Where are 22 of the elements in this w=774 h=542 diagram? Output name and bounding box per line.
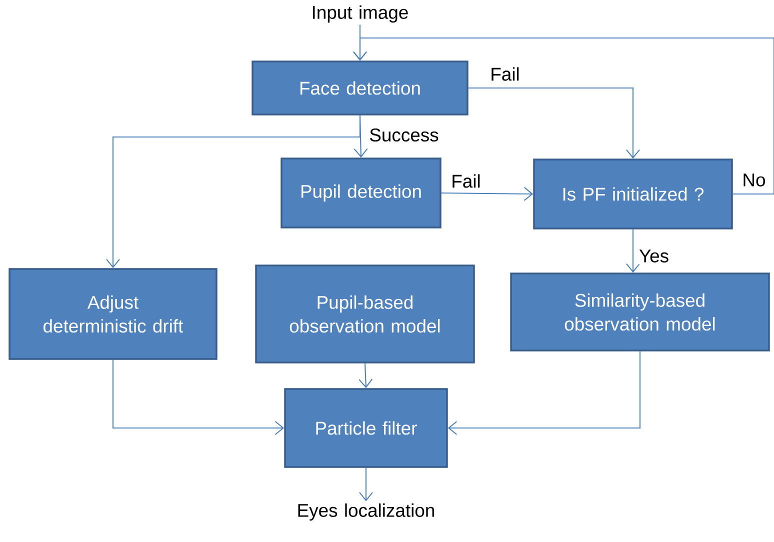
process-box: Adjust deterministic drift xyxy=(8,268,218,360)
edge-label: Success xyxy=(367,126,441,144)
edge-label: No xyxy=(740,172,768,188)
arrow xyxy=(358,363,373,388)
arrow xyxy=(359,468,373,502)
process-box: Pupil-based observation model xyxy=(255,264,475,364)
text-label: Eyes localization xyxy=(298,503,434,521)
arrow xyxy=(448,351,641,435)
arrow xyxy=(112,360,284,435)
process-box: Particle filter xyxy=(284,388,448,468)
process-box: Pupil detection xyxy=(280,158,442,228)
process-box: Is PF initialized ? xyxy=(533,158,733,230)
edge-label: Fail xyxy=(488,65,522,83)
arrow xyxy=(441,187,534,201)
arrow xyxy=(106,115,361,268)
text-label: Input image xyxy=(313,5,408,23)
process-box: Face detection xyxy=(252,60,468,116)
edge-label: Fail xyxy=(449,172,483,190)
process-box: Similarity-based observation model xyxy=(510,272,770,352)
arrow xyxy=(626,229,640,273)
arrow xyxy=(468,87,640,159)
edge-label: Yes xyxy=(637,248,671,264)
